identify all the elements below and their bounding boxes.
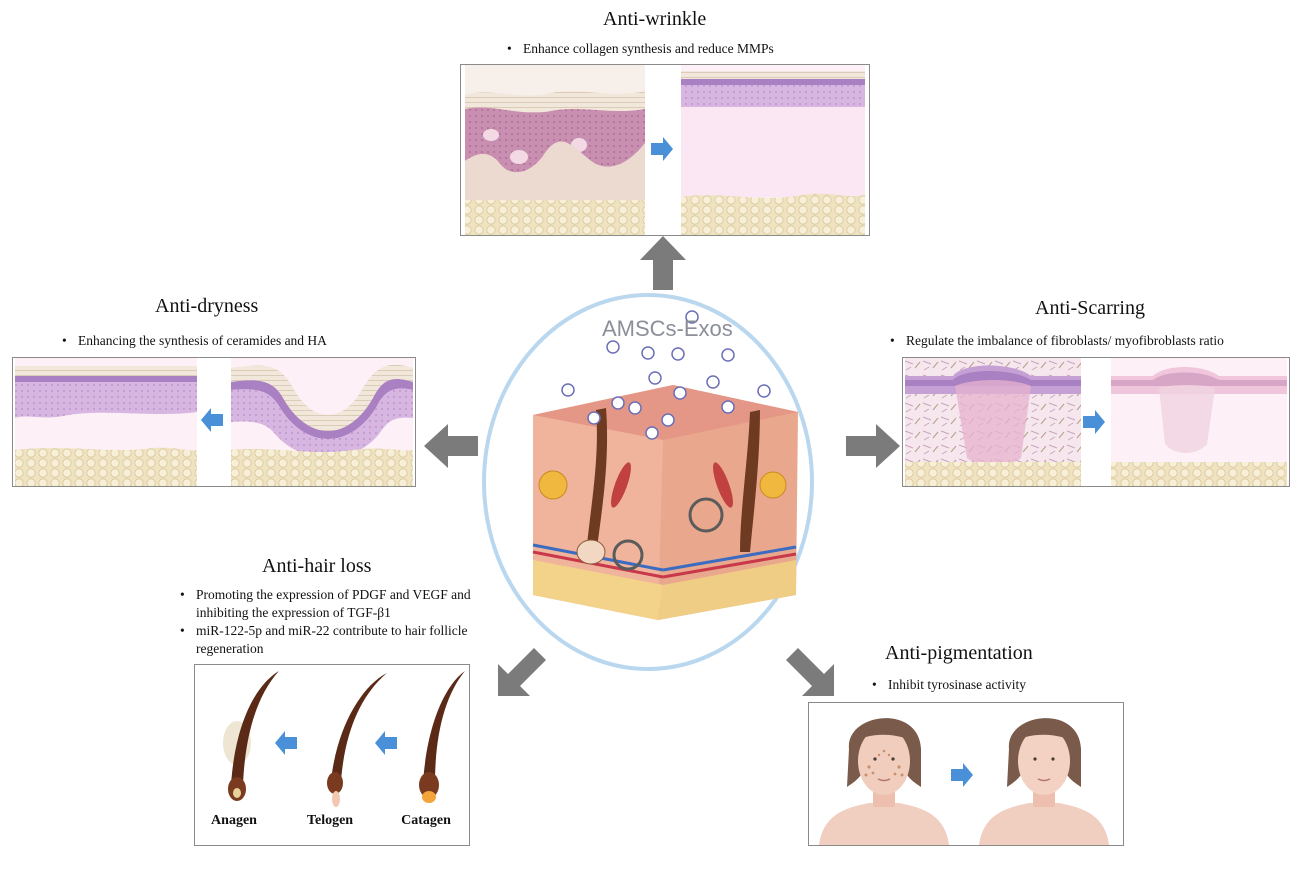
bullet-item: Enhance collagen synthesis and reduce MM… xyxy=(503,40,774,58)
bullet-item: miR-122-5p and miR-22 contribute to hair… xyxy=(176,622,516,658)
bullet-item: Inhibit tyrosinase activity xyxy=(868,676,1026,694)
anti-dryness-panel xyxy=(12,357,416,487)
anti-wrinkle-title: Anti-wrinkle xyxy=(603,8,707,30)
scarred-skin-section xyxy=(905,358,1081,486)
anti-wrinkle-panel xyxy=(460,64,870,236)
transition-arrow xyxy=(201,408,223,432)
scar-tissue xyxy=(955,380,1031,467)
transition-arrow xyxy=(275,731,297,755)
healed-skin-section xyxy=(1111,358,1287,486)
center-skin-illustration xyxy=(482,293,814,671)
arrow-down-right-anti-pigmentation xyxy=(786,648,834,696)
anti-dryness-bullets: Enhancing the synthesis of ceramides and… xyxy=(58,332,327,350)
hair-follicle-right xyxy=(740,410,760,552)
face-with-spots xyxy=(819,718,949,845)
anti-pigmentation-bullets: Inhibit tyrosinase activity xyxy=(868,676,1026,694)
smooth-skin-section xyxy=(681,65,865,235)
hair-telogen xyxy=(327,673,387,807)
transition-arrow xyxy=(951,763,973,787)
stage-label-telogen: Telogen xyxy=(306,813,354,828)
sebaceous-gland-right xyxy=(759,471,787,499)
anti-wrinkle-bullets: Enhance collagen synthesis and reduce MM… xyxy=(503,40,774,58)
arrow-down-left-anti-hair-loss xyxy=(498,648,546,696)
anti-scarring-title: Anti-Scarring xyxy=(1035,297,1145,319)
bullet-item: Regulate the imbalance of fibroblasts/ m… xyxy=(886,332,1224,350)
transition-arrow xyxy=(651,137,673,161)
bullet-item: Promoting the expression of PDGF and VEG… xyxy=(176,586,516,622)
sebaceous-gland-left xyxy=(538,470,568,500)
center-label: AMSCs-Exos xyxy=(602,316,733,341)
sweat-gland-left xyxy=(612,539,644,571)
wrinkled-skin-section xyxy=(465,65,645,235)
anti-scarring-bullets: Regulate the imbalance of fibroblasts/ m… xyxy=(886,332,1224,350)
sweat-gland-right xyxy=(688,497,724,533)
hydrated-skin-section xyxy=(15,358,197,486)
anti-hair-loss-title: Anti-hair loss xyxy=(262,555,372,577)
hair-catagen xyxy=(419,671,465,803)
hair-anagen xyxy=(223,671,279,801)
fat-layer xyxy=(533,560,663,620)
exosome-particles xyxy=(561,310,771,440)
anti-hair-loss-bullets: Promoting the expression of PDGF and VEG… xyxy=(176,586,516,658)
stage-label-catagen: Catagen xyxy=(401,813,451,828)
anti-scarring-panel xyxy=(902,357,1290,487)
arrow-left-anti-dryness xyxy=(424,424,478,468)
transition-arrow xyxy=(1083,410,1105,434)
center-ring xyxy=(482,293,814,671)
anti-pigmentation-panel xyxy=(808,702,1124,846)
dry-skin-section xyxy=(231,358,413,486)
anti-dryness-title: Anti-dryness xyxy=(155,295,259,317)
hair-follicle-left xyxy=(586,408,608,555)
face-clear xyxy=(979,718,1109,845)
anti-pigmentation-title: Anti-pigmentation xyxy=(885,642,1033,664)
stage-label-anagen: Anagen xyxy=(211,813,257,828)
transition-arrow xyxy=(375,731,397,755)
arrow-right-anti-scarring xyxy=(846,424,900,468)
anti-hair-loss-panel: Anagen Telogen Catagen xyxy=(194,664,470,846)
bullet-item: Enhancing the synthesis of ceramides and… xyxy=(58,332,327,350)
arrow-up-anti-wrinkle xyxy=(640,236,686,290)
